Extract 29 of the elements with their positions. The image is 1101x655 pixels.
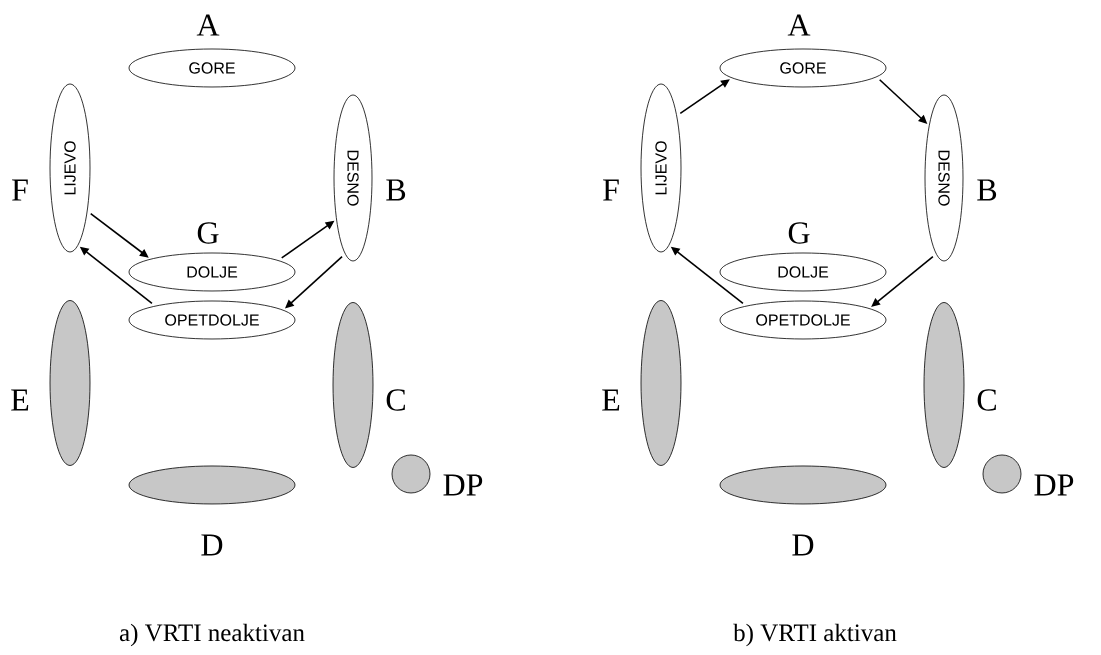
arrow [89, 212, 149, 258]
decimal-point-circle [982, 454, 1022, 494]
segment-letter: C [977, 389, 996, 411]
segment-letter: G [197, 222, 219, 244]
segment-ellipse [128, 465, 296, 505]
segment-ellipse [332, 302, 374, 468]
segment-letter: B [386, 179, 406, 201]
segment-letter: E [11, 389, 29, 411]
segment-letter: B [977, 179, 997, 201]
segment-letter: G [788, 222, 810, 244]
arrow [679, 79, 730, 115]
segment-ellipse [719, 465, 887, 505]
panel-caption: b) VRTI aktivan [733, 623, 897, 647]
segment-letter: C [386, 389, 405, 411]
segment-letter: E [602, 389, 620, 411]
segment-letter: A [196, 14, 220, 36]
segment-letter: D [201, 534, 223, 556]
arrow [871, 255, 934, 307]
segment-letter: DP [1034, 474, 1074, 496]
segment-letter: DP [443, 474, 483, 496]
segment-ellipse [49, 300, 91, 466]
segment-ellipse [923, 302, 965, 468]
segment-letter: A [787, 14, 811, 36]
segment-letter: F [603, 179, 619, 201]
panel-caption: a) VRTI neaktivan [119, 623, 305, 647]
segment-letter: D [792, 534, 814, 556]
segment-letter: F [12, 179, 28, 201]
decimal-point-circle [391, 454, 431, 494]
segment-ellipse [640, 300, 682, 466]
